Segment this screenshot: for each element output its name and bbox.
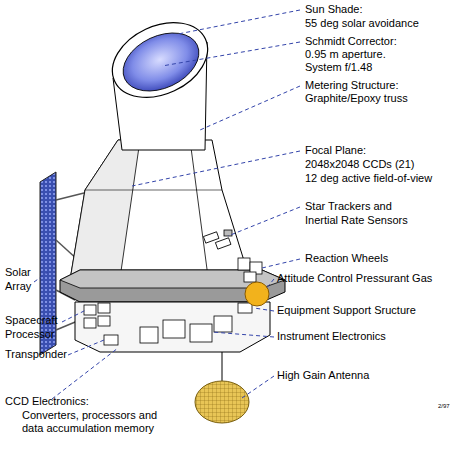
high-gain-antenna <box>195 381 249 423</box>
callout-label: Sun Shade: <box>305 3 363 16</box>
callout-label: Metering Structure: <box>305 79 399 92</box>
callout-label: 12 deg active field-of-view <box>305 172 432 185</box>
leader-lines <box>34 10 300 399</box>
callout-label: 0.95 m aperture. <box>305 48 386 61</box>
callout-label: High Gain Antenna <box>277 369 369 382</box>
truss-edge <box>85 190 222 191</box>
reaction-wheels <box>238 258 262 282</box>
callout-label: Transponder <box>5 348 67 361</box>
spacecraft-bus <box>75 302 270 352</box>
callout-label: Reaction Wheels <box>305 252 388 265</box>
schmidt-corrector <box>114 22 208 103</box>
callout-label: Solar <box>5 266 31 279</box>
star-trackers <box>203 230 232 249</box>
truss-edge <box>190 140 210 292</box>
metering-structure <box>70 140 250 292</box>
pressurant-tank <box>245 282 269 306</box>
callout-label: 2/97 <box>438 402 450 410</box>
callout-label: Array <box>5 280 31 293</box>
truss-face <box>70 140 140 292</box>
antenna-boom <box>222 352 223 382</box>
electronics-boxes <box>84 303 252 345</box>
callout-label: Equipment Support Sructure <box>277 304 416 317</box>
callout-label: Processor <box>5 328 55 341</box>
callout-label: CCD Electronics: <box>5 395 89 408</box>
shade-opening <box>100 8 219 112</box>
callout-label: data accumulation memory <box>22 422 154 435</box>
callout-label: Schmidt Corrector: <box>305 35 397 48</box>
callout-label: Spacecraft <box>5 314 58 327</box>
callout-label: Instrument Electronics <box>277 330 386 343</box>
solar-array <box>40 172 56 355</box>
callout-label: Focal Plane: <box>305 144 366 157</box>
callout-label: Attitude Control Pressurant Gas <box>277 272 432 285</box>
callout-label: Star Trackers and <box>305 200 392 213</box>
callout-label: System f/1.48 <box>305 61 372 74</box>
callout-label: Converters, processors and <box>22 409 157 422</box>
callout-label: Inertial Rate Sensors <box>305 214 408 227</box>
callout-label: 2048x2048 CCDs (21) <box>305 158 414 171</box>
callout-label: 55 deg solar avoidance <box>305 17 419 30</box>
callout-label: Graphite/Epoxy truss <box>305 92 408 105</box>
